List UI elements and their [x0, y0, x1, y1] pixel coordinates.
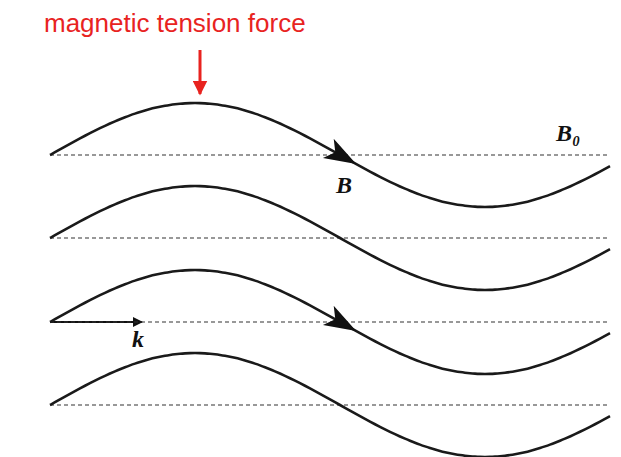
- field-lines: [50, 103, 610, 457]
- perturbed-field-line: [50, 103, 610, 207]
- unperturbed-field-line: [50, 237, 610, 238]
- unperturbed-field-line: [50, 404, 610, 405]
- field-direction-arrowhead: [323, 306, 362, 341]
- field-direction-arrowhead: [323, 139, 362, 174]
- wavevector-symbol: k: [132, 326, 144, 353]
- field-symbol: B₀: [556, 120, 580, 147]
- perturbed-field-line: [50, 353, 610, 457]
- perturbed-field-line: [50, 186, 610, 290]
- perturbed-field-line: [50, 270, 610, 374]
- annotation-title: magnetic tension force: [44, 8, 306, 39]
- tension-arrow: [199, 50, 202, 94]
- field-symbol: B: [336, 172, 352, 199]
